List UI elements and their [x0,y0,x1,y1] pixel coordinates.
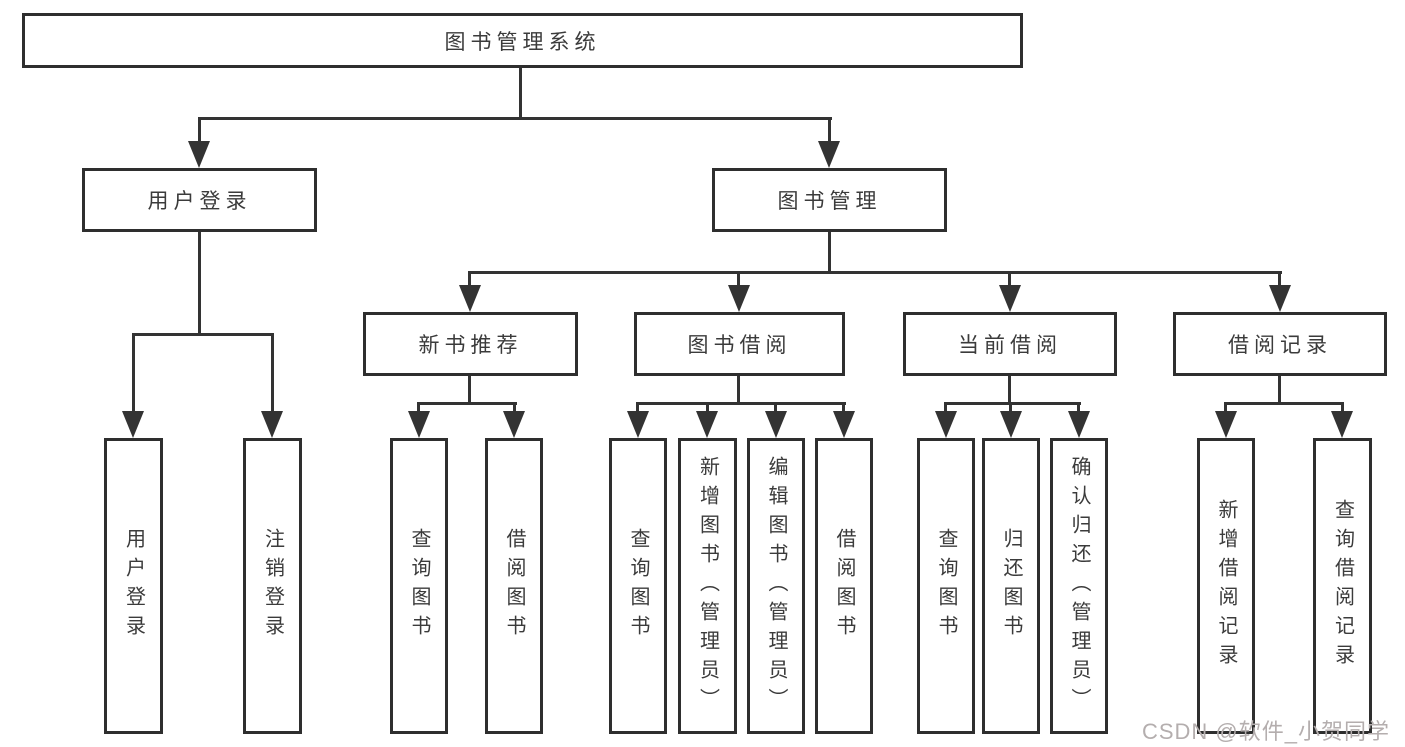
connector-vline [1077,402,1080,415]
arrowhead-down-icon [1331,411,1353,438]
connector-hline [198,117,832,120]
connector-vline [737,376,740,404]
leaf-user-login-label: 用户登录 [122,528,145,644]
arrowhead-down-icon [765,411,787,438]
connector-vline [828,117,831,143]
connector-vline [1341,402,1344,415]
connector-vline [519,68,522,118]
connector-vline [842,402,845,415]
leaf-add-borrow-record-label: 新增借阅记录 [1215,499,1237,673]
leaf-borrow-books-recommend: 借阅图书 [485,438,543,734]
leaf-query-books-recommend: 查询图书 [390,438,448,734]
arrowhead-down-icon [818,141,840,168]
leaf-confirm-return-admin: 确认归还（管理员） [1050,438,1108,734]
leaf-query-borrow-record-label: 查询借阅记录 [1331,499,1354,673]
leaf-query-books-recommend-label: 查询图书 [408,528,430,644]
leaf-add-book-admin: 新增图书（管理员） [678,438,737,734]
node-current-borrowing-label: 当前借阅 [958,334,1062,357]
arrowhead-down-icon [459,285,481,312]
node-borrow-records-label: 借阅记录 [1228,334,1332,357]
connector-vline [513,402,516,415]
leaf-borrow-books-recommend-label: 借阅图书 [503,528,525,644]
connector-hline [132,333,274,336]
leaf-query-books-borrowing-label: 查询图书 [627,528,649,644]
arrowhead-down-icon [122,411,144,438]
node-book-borrowing-label: 图书借阅 [687,334,792,357]
arrowhead-down-icon [833,411,855,438]
arrowhead-down-icon [627,411,649,438]
connector-vline [706,402,709,415]
leaf-query-books-current: 查询图书 [917,438,975,734]
connector-vline [468,376,471,404]
leaf-query-books-current-label: 查询图书 [935,528,957,644]
leaf-borrow-books-borrowing-label: 借阅图书 [833,528,855,644]
node-user-login: 用户登录 [82,168,317,232]
node-new-book-recommendation-label: 新书推荐 [418,334,523,357]
leaf-confirm-return-admin-label: 确认归还（管理员） [1068,455,1090,717]
leaf-return-books: 归还图书 [982,438,1040,734]
node-borrow-records: 借阅记录 [1173,312,1387,376]
connector-vline [636,402,639,415]
arrowhead-down-icon [1000,411,1022,438]
node-book-borrowing: 图书借阅 [634,312,845,376]
connector-vline [132,333,135,413]
node-current-borrowing: 当前借阅 [903,312,1117,376]
arrowhead-down-icon [935,411,957,438]
connector-vline [1224,402,1227,415]
connector-vline [1008,376,1011,404]
arrowhead-down-icon [696,411,718,438]
leaf-logout-label: 注销登录 [261,528,284,644]
arrowhead-down-icon [1215,411,1237,438]
arrowhead-down-icon [188,141,210,168]
leaf-return-books-label: 归还图书 [1000,528,1022,644]
connector-vline [828,232,831,273]
leaf-user-login: 用户登录 [104,438,163,734]
watermark: CSDN @软件_小贺同学 [1141,719,1390,744]
arrowhead-down-icon [728,285,750,312]
connector-vline [271,333,274,413]
connector-vline [198,117,201,143]
leaf-query-borrow-record: 查询借阅记录 [1313,438,1372,734]
arrowhead-down-icon [1269,285,1291,312]
node-book-management: 图书管理 [712,168,947,232]
leaf-add-book-admin-label: 新增图书（管理员） [696,455,719,717]
node-root: 图书管理系统 [22,13,1023,68]
connector-hline [1224,402,1344,405]
connector-vline [417,402,420,415]
leaf-query-books-borrowing: 查询图书 [609,438,667,734]
connector-vline [468,271,471,287]
leaf-edit-book-admin: 编辑图书（管理员） [747,438,805,734]
connector-hline [468,271,1282,274]
connector-hline [944,402,1081,405]
node-book-management-label: 图书管理 [777,190,882,213]
node-new-book-recommendation: 新书推荐 [363,312,578,376]
arrowhead-down-icon [408,411,430,438]
connector-hline [636,402,846,405]
leaf-borrow-books-borrowing: 借阅图书 [815,438,873,734]
connector-vline [944,402,947,415]
node-root-label: 图书管理系统 [444,30,601,54]
node-user-login-label: 用户登录 [147,190,252,213]
connector-vline [1278,376,1281,404]
connector-vline [198,232,201,335]
arrowhead-down-icon [1068,411,1090,438]
connector-vline [774,402,777,415]
connector-vline [1009,402,1012,415]
leaf-add-borrow-record: 新增借阅记录 [1197,438,1255,734]
arrowhead-down-icon [503,411,525,438]
leaf-edit-book-admin-label: 编辑图书（管理员） [765,455,787,717]
arrowhead-down-icon [261,411,283,438]
connector-hline [417,402,517,405]
connector-vline [1008,271,1011,287]
arrowhead-down-icon [999,285,1021,312]
connector-vline [1278,271,1281,287]
leaf-logout: 注销登录 [243,438,302,734]
connector-vline [737,271,740,287]
